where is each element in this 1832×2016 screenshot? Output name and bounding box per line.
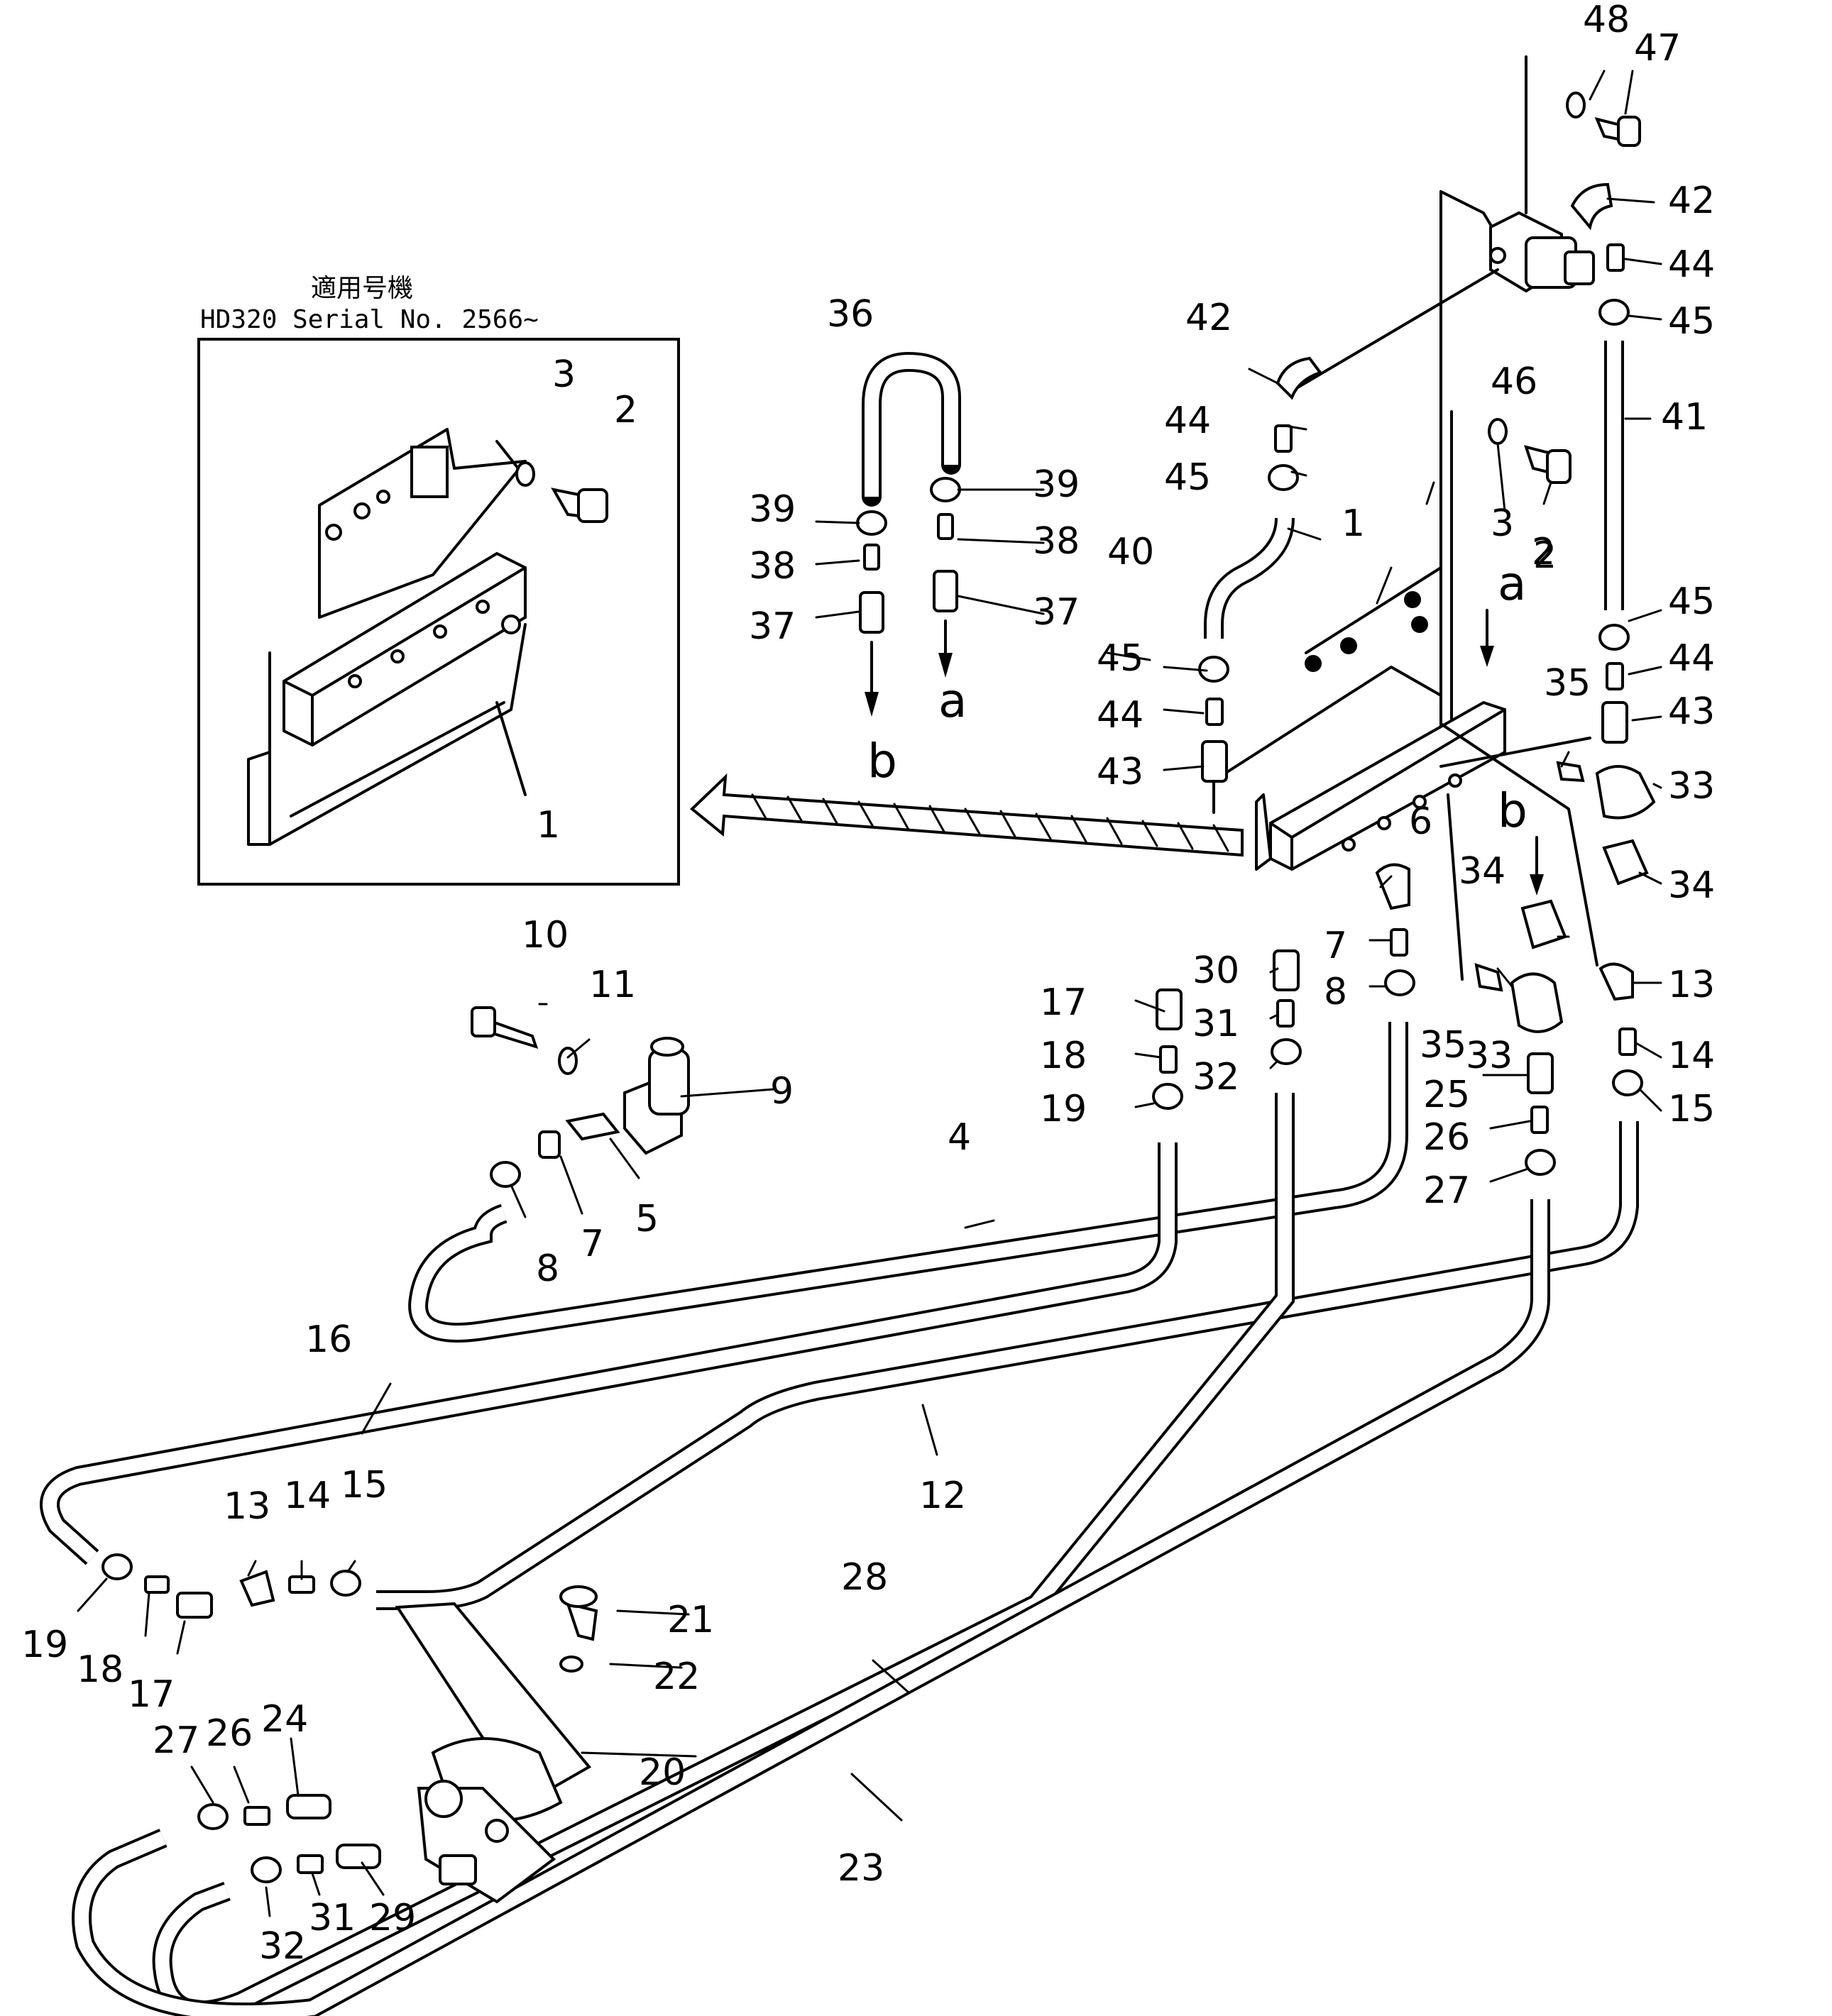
callout-26-lower: 26 <box>206 1712 253 1755</box>
callout-8-upper: 8 <box>1324 971 1347 1013</box>
callout-37-left: 37 <box>749 605 796 648</box>
callout-31-lower: 31 <box>309 1897 356 1939</box>
callout-1-inset: 1 <box>537 804 560 847</box>
callout-2-inset: 2 <box>614 389 637 431</box>
callout-3-main: 3 <box>1491 502 1514 545</box>
callout-38-right: 38 <box>1033 520 1080 563</box>
callout-35-lower: 35 <box>1420 1024 1466 1067</box>
callout-18-lower: 18 <box>77 1648 124 1691</box>
callout-10: 10 <box>522 914 569 957</box>
callout-42-left: 42 <box>1185 297 1232 339</box>
callout-19-lower: 19 <box>21 1624 68 1666</box>
callout-14-right: 14 <box>1668 1035 1715 1077</box>
callout-22: 22 <box>653 1656 700 1698</box>
callout-44-left-top: 44 <box>1164 400 1211 442</box>
callout-20: 20 <box>639 1751 686 1794</box>
callout-17-upper: 17 <box>1040 981 1087 1024</box>
callout-25: 25 <box>1423 1074 1470 1116</box>
letter-a-left: a <box>938 673 967 728</box>
callout-14-lower: 14 <box>284 1475 331 1517</box>
callout-45-right-top: 45 <box>1668 300 1715 343</box>
callout-23: 23 <box>838 1847 884 1890</box>
callout-33-right: 33 <box>1668 765 1715 808</box>
callout-36: 36 <box>827 293 874 336</box>
callout-30: 30 <box>1192 949 1239 992</box>
callout-31-upper: 31 <box>1192 1003 1239 1045</box>
callout-48: 48 <box>1583 0 1630 41</box>
letter-b-left: b <box>867 734 897 788</box>
callout-46: 46 <box>1491 360 1537 403</box>
letter-b-right: b <box>1498 783 1527 838</box>
callout-44-left-mid: 44 <box>1097 694 1143 737</box>
callout-19-upper: 19 <box>1040 1088 1087 1130</box>
callout-41: 41 <box>1661 396 1708 439</box>
callout-34-mid: 34 <box>1459 850 1505 893</box>
callout-3-inset: 3 <box>552 353 576 396</box>
callout-27-upper: 27 <box>1423 1169 1470 1212</box>
callout-34-right: 34 <box>1668 864 1715 907</box>
callouts: 3 2 1 48 47 42 44 45 46 41 3 2 1 45 44 4… <box>21 0 1715 1968</box>
callout-43-right: 43 <box>1668 690 1715 733</box>
callout-28: 28 <box>841 1556 888 1599</box>
callout-45-left-top: 45 <box>1164 456 1211 499</box>
callout-37-right: 37 <box>1033 591 1080 634</box>
callout-44-right-top: 44 <box>1668 243 1715 286</box>
callout-44-right-mid: 44 <box>1668 637 1715 680</box>
callout-39-right: 39 <box>1033 463 1080 506</box>
inset-heading-serial: HD320 Serial No. 2566~ <box>200 305 539 334</box>
callout-40: 40 <box>1107 531 1154 573</box>
callout-16: 16 <box>305 1318 352 1361</box>
callout-6: 6 <box>1409 800 1432 843</box>
callout-2-alt: 2 <box>1532 531 1555 573</box>
letter-a-right: a <box>1498 556 1526 611</box>
inset-heading-jp: 適用号機 <box>311 274 413 303</box>
callout-15-lower: 15 <box>341 1464 388 1507</box>
callout-32-lower: 32 <box>259 1925 306 1968</box>
callout-32-upper: 32 <box>1192 1056 1239 1098</box>
callout-13-lower: 13 <box>224 1485 270 1528</box>
callout-5: 5 <box>635 1198 659 1240</box>
ref-letters: a b a b 2 <box>867 531 1555 896</box>
callout-43-left: 43 <box>1097 751 1143 793</box>
inset-box: 適用号機 HD320 Serial No. 2566~ <box>197 274 680 886</box>
callout-4: 4 <box>948 1116 971 1159</box>
callout-45-left-mid: 45 <box>1097 637 1143 680</box>
callout-9: 9 <box>770 1070 794 1113</box>
callout-26-upper: 26 <box>1423 1116 1470 1159</box>
callout-7-upper: 7 <box>1324 925 1347 967</box>
callout-7-lower: 7 <box>581 1223 604 1265</box>
callout-45-right-mid: 45 <box>1668 580 1715 623</box>
callout-29: 29 <box>369 1897 416 1939</box>
callout-47: 47 <box>1634 27 1681 70</box>
callout-38-left: 38 <box>749 545 796 588</box>
callout-42-right: 42 <box>1668 180 1715 222</box>
callout-35-top: 35 <box>1544 662 1591 705</box>
callout-8-lower: 8 <box>536 1247 559 1290</box>
hatched-arrow <box>689 773 1244 857</box>
callout-15-right: 15 <box>1668 1088 1715 1130</box>
callout-18-upper: 18 <box>1040 1035 1087 1077</box>
main-manifold <box>1212 55 1598 981</box>
callout-27-lower: 27 <box>153 1719 199 1762</box>
callout-11: 11 <box>589 964 636 1006</box>
callout-39-left: 39 <box>749 488 796 531</box>
callout-13-right: 13 <box>1668 964 1715 1006</box>
callout-21: 21 <box>667 1599 714 1641</box>
callout-1-main: 1 <box>1342 502 1365 545</box>
callout-2-main: 2 <box>1533 534 1557 577</box>
fittings <box>102 92 1656 1904</box>
callout-24: 24 <box>261 1698 308 1741</box>
callout-12: 12 <box>919 1475 966 1517</box>
pipes <box>40 341 1639 2016</box>
leaders <box>77 70 1662 1917</box>
callout-33-lower: 33 <box>1466 1035 1513 1077</box>
callout-17-lower: 17 <box>128 1673 175 1716</box>
